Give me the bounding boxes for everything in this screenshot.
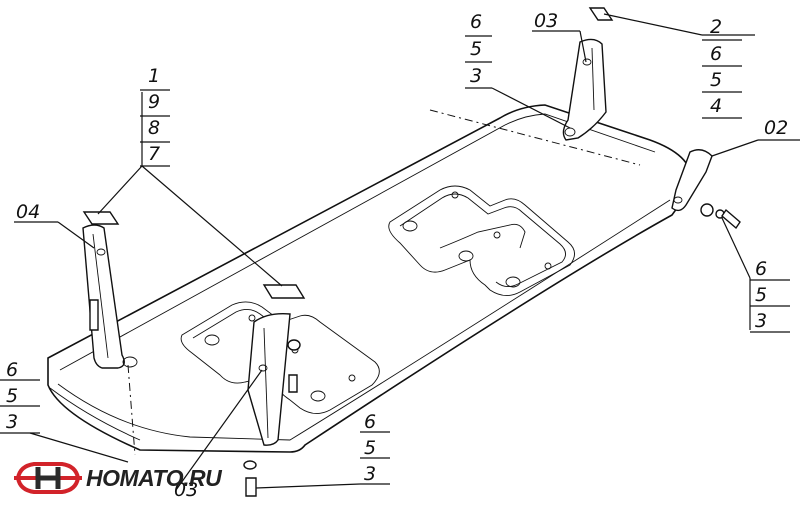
svg-text:5: 5	[755, 284, 767, 306]
svg-text:3: 3	[364, 463, 376, 485]
embossed-relief-left	[180, 301, 380, 414]
label-stack-bottom-left: 6 5 3	[0, 359, 40, 433]
svg-text:5: 5	[470, 38, 482, 60]
bracket-02	[671, 149, 741, 230]
svg-text:9: 9	[148, 91, 160, 113]
embossed-relief-right	[388, 185, 575, 296]
svg-text:6: 6	[364, 411, 376, 433]
homato-emblem-icon	[14, 462, 82, 494]
svg-text:5: 5	[364, 437, 376, 459]
label-stack-right: 6 5 3	[750, 258, 790, 333]
svg-text:3: 3	[755, 310, 767, 332]
bracket-03-front	[243, 284, 306, 497]
label-stack-top-center: 6 5 3	[465, 11, 492, 87]
homato-logo: HOMATO.RU	[14, 458, 222, 498]
label-03-front: 03	[174, 479, 198, 501]
svg-text:4: 4	[710, 95, 722, 117]
bracket-04	[82, 211, 138, 369]
label-02: 02	[764, 117, 788, 139]
svg-text:6: 6	[6, 359, 18, 381]
label-stack-bottom-right: 6 5 3	[360, 411, 390, 485]
svg-text:6: 6	[710, 43, 722, 65]
svg-text:6: 6	[470, 11, 482, 33]
svg-text:1: 1	[148, 65, 160, 87]
leader-lines	[0, 13, 800, 491]
label-stack-top-right: 2 6 5 4	[702, 16, 742, 119]
svg-text:5: 5	[710, 69, 722, 91]
logo-text: HOMATO.RU	[86, 464, 222, 491]
svg-text:6: 6	[755, 258, 767, 280]
svg-text:7: 7	[148, 143, 160, 165]
svg-text:8: 8	[148, 117, 160, 139]
bracket-03-rear	[562, 7, 614, 141]
svg-text:3: 3	[470, 65, 482, 87]
label-03-rear: 03	[534, 10, 558, 32]
svg-text:2: 2	[710, 16, 722, 38]
label-04: 04	[16, 201, 40, 223]
svg-text:3: 3	[6, 411, 18, 433]
svg-text:5: 5	[6, 385, 18, 407]
skid-plate	[47, 104, 693, 456]
label-stack-top-left: 1 9 8 7	[140, 65, 170, 167]
